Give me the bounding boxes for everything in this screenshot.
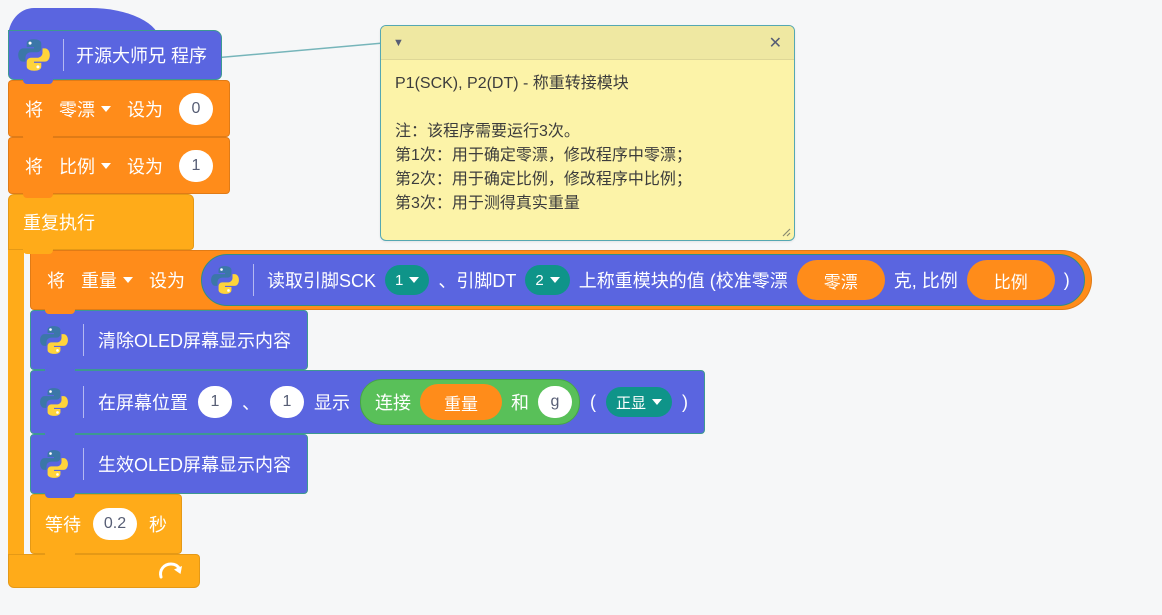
python-icon bbox=[39, 325, 69, 355]
join-text-input[interactable]: g bbox=[538, 386, 572, 418]
word-set: 将 bbox=[47, 271, 65, 291]
wait-block[interactable]: 等待 0.2 秒 bbox=[30, 494, 182, 558]
loop-arrow-icon bbox=[159, 562, 182, 579]
display-mode-dropdown[interactable]: 正显 bbox=[606, 387, 673, 417]
word-to: 设为 bbox=[149, 271, 185, 291]
word-set: 将 bbox=[25, 156, 43, 177]
comment-line: P1(SCK), P2(DT) - 称重转接模块 bbox=[395, 75, 629, 92]
clear-oled-label: 清除OLED屏幕显示内容 bbox=[98, 331, 292, 351]
hat-block-program-start[interactable]: 开源大师兄 程序 bbox=[8, 8, 222, 84]
label-pin-dt: 、引脚DT bbox=[438, 271, 517, 291]
chevron-down-icon bbox=[549, 277, 560, 283]
pin-sck-value: 1 bbox=[395, 271, 404, 289]
variable-dropdown-weight[interactable]: 重量 bbox=[81, 267, 133, 293]
comment-line: 注：该程序需要运行3次。 bbox=[395, 123, 580, 140]
position-x-input[interactable]: 1 bbox=[198, 386, 232, 418]
variable-name: 比例 bbox=[59, 156, 95, 177]
value-input-scale[interactable]: 1 bbox=[179, 149, 213, 182]
repeat-label: 重复执行 bbox=[23, 213, 95, 233]
variable-reporter-zero-drift[interactable]: 零漂 bbox=[796, 260, 885, 300]
repeat-block-header[interactable]: 重复执行 bbox=[8, 194, 194, 254]
separator bbox=[83, 324, 84, 356]
python-icon bbox=[210, 265, 240, 295]
comment-line: 第2次：用于确定比例，修改程序中比例； bbox=[395, 171, 692, 188]
label-open-paren: ( bbox=[590, 391, 596, 412]
comment-close-icon[interactable]: ✕ bbox=[768, 34, 782, 52]
set-variable-block-scale[interactable]: 将 比例 设为 1 bbox=[8, 137, 230, 198]
chevron-down-icon bbox=[101, 162, 111, 169]
chevron-down-icon bbox=[652, 399, 663, 405]
comment-collapse-icon[interactable]: ▼ bbox=[393, 36, 404, 49]
label-seconds: 秒 bbox=[149, 515, 167, 535]
label-gram-scale: 克, 比例 bbox=[893, 271, 958, 291]
wait-seconds-input[interactable]: 0.2 bbox=[93, 508, 137, 540]
read-weight-reporter-block[interactable]: 读取引脚SCK 1 、引脚DT 2 上称重模块的值 (校准零漂 零漂 克, 比例 bbox=[201, 254, 1085, 306]
pin-dt-value: 2 bbox=[535, 271, 544, 289]
set-variable-block-weight[interactable]: 将 重量 设为 bbox=[30, 250, 1092, 314]
variable-dropdown-scale[interactable]: 比例 bbox=[59, 153, 111, 179]
comment-line: 第1次：用于确定零漂，修改程序中零漂； bbox=[395, 147, 692, 164]
clear-oled-block[interactable]: 清除OLED屏幕显示内容 bbox=[30, 310, 309, 374]
oled-display-block[interactable]: 在屏幕位置 1 、 1 显示 连接 重量 和 g ( 正显 bbox=[30, 370, 706, 438]
label-wait: 等待 bbox=[45, 515, 81, 535]
pin-sck-dropdown[interactable]: 1 bbox=[385, 265, 430, 295]
separator bbox=[63, 39, 64, 71]
label-screen-position: 在屏幕位置 bbox=[98, 393, 188, 413]
apply-oled-label: 生效OLED屏幕显示内容 bbox=[98, 455, 292, 475]
label-close-paren: ) bbox=[1063, 269, 1070, 290]
label-comma: 、 bbox=[242, 393, 260, 413]
position-y-input[interactable]: 1 bbox=[270, 386, 304, 418]
separator bbox=[83, 386, 84, 418]
chevron-down-icon bbox=[101, 105, 111, 112]
script-stack: 开源大师兄 程序 将 零漂 设为 0 将 比例 设为 1 重复执 bbox=[8, 8, 1092, 588]
variable-name: 重量 bbox=[81, 271, 117, 291]
chevron-down-icon bbox=[409, 277, 420, 283]
comment-line bbox=[395, 96, 780, 120]
repeat-block-body: 将 重量 设为 bbox=[8, 250, 1092, 558]
separator bbox=[253, 264, 254, 296]
hat-title: 开源大师兄 程序 bbox=[76, 46, 208, 66]
pin-dt-dropdown[interactable]: 2 bbox=[525, 265, 570, 295]
comment-line: 第3次：用于测得真实重量 bbox=[395, 195, 580, 212]
set-variable-block-zero-drift[interactable]: 将 零漂 设为 0 bbox=[8, 80, 230, 141]
label-join: 连接 bbox=[375, 393, 411, 413]
comment-connector-line bbox=[214, 42, 384, 59]
separator bbox=[83, 448, 84, 480]
variable-dropdown-zero-drift[interactable]: 零漂 bbox=[59, 96, 111, 122]
label-close-paren: ) bbox=[682, 391, 689, 412]
python-icon bbox=[39, 449, 69, 479]
python-icon bbox=[39, 387, 69, 417]
word-to: 设为 bbox=[127, 156, 163, 177]
variable-name: 零漂 bbox=[59, 99, 95, 120]
comment-resize-handle[interactable] bbox=[781, 227, 791, 237]
label-and: 和 bbox=[511, 393, 529, 413]
word-set: 将 bbox=[25, 99, 43, 120]
word-to: 设为 bbox=[127, 99, 163, 120]
label-module-value: 上称重模块的值 (校准零漂 bbox=[578, 271, 788, 291]
value-input-zero-drift[interactable]: 0 bbox=[179, 92, 213, 125]
variable-reporter-weight[interactable]: 重量 bbox=[420, 384, 502, 420]
repeat-block[interactable]: 重复执行 将 重量 设为 bbox=[8, 194, 1092, 588]
variable-reporter-scale[interactable]: 比例 bbox=[966, 260, 1055, 300]
comment-header: ▼ ✕ bbox=[381, 26, 794, 60]
label-read-sck: 读取引脚SCK bbox=[267, 271, 377, 291]
python-icon bbox=[17, 38, 51, 72]
apply-oled-block[interactable]: 生效OLED屏幕显示内容 bbox=[30, 434, 309, 498]
comment-text[interactable]: P1(SCK), P2(DT) - 称重转接模块 注：该程序需要运行3次。 第1… bbox=[381, 60, 794, 240]
label-show: 显示 bbox=[314, 393, 350, 413]
repeat-block-footer bbox=[8, 554, 200, 588]
join-reporter-block[interactable]: 连接 重量 和 g bbox=[360, 379, 580, 425]
comment[interactable]: ▼ ✕ P1(SCK), P2(DT) - 称重转接模块 注：该程序需要运行3次… bbox=[380, 25, 795, 241]
chevron-down-icon bbox=[123, 277, 133, 283]
display-mode-value: 正显 bbox=[616, 394, 647, 412]
